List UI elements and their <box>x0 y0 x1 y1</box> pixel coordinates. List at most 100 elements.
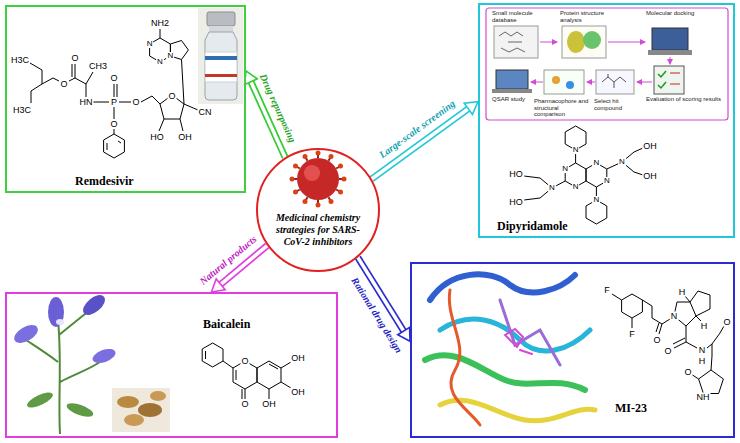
atom-label: OH <box>290 354 306 363</box>
flow-arrow <box>670 57 671 64</box>
atom-label: HO <box>508 170 524 179</box>
atom-label: O <box>652 336 661 345</box>
flower <box>91 346 118 365</box>
atom-label: O <box>240 400 249 409</box>
atom-label: H3C <box>10 56 30 65</box>
atom-label: O <box>240 357 249 366</box>
hit-image <box>596 70 634 94</box>
ribbon-strand <box>440 400 595 421</box>
atom-label: N <box>603 177 611 185</box>
atom-label: N <box>572 146 580 154</box>
cross-lines <box>670 73 680 84</box>
center-label: Medicinal chemistry strategies for SARS-… <box>266 212 370 248</box>
atom-label: CH3 <box>88 62 108 71</box>
root-slice <box>117 396 139 408</box>
check-marks <box>658 71 666 88</box>
laptop-screen <box>496 70 528 89</box>
flow-arrow <box>608 42 645 43</box>
clipboard <box>654 66 684 94</box>
workflow-label: Protein structure analysis <box>560 10 622 23</box>
atom-label: N <box>146 40 154 48</box>
molecule-sketch <box>499 32 525 52</box>
strategy-arrow-group <box>372 102 478 179</box>
molecule-sketch <box>602 74 626 88</box>
virus-spikes <box>292 153 344 205</box>
bond-lines <box>30 29 198 150</box>
atom-label: H3C <box>12 106 32 115</box>
arrow-head <box>245 71 258 85</box>
laptop-screen <box>652 28 688 50</box>
virus-shade <box>304 165 320 181</box>
atom-label: NH2 <box>150 19 170 28</box>
flow-arrow <box>540 42 557 43</box>
atom-label: N <box>156 58 164 66</box>
circle-outline <box>256 148 380 272</box>
atom-label: OH <box>261 400 277 409</box>
atom-label: O <box>70 54 79 63</box>
ribbon-loop <box>449 290 480 425</box>
vial-body <box>205 32 237 100</box>
lactam-ring <box>699 370 724 394</box>
root-slice <box>138 403 162 417</box>
dipyridamole-structure <box>524 126 643 224</box>
remdesivir-structure <box>30 29 198 158</box>
workflow-label: QSAR study <box>492 96 532 103</box>
compound-name: Baicalein <box>203 318 250 331</box>
atom-label: O <box>59 80 68 89</box>
arrow-head <box>398 327 410 341</box>
vial-stripe <box>205 56 237 60</box>
compound-name: Remdesivir <box>75 175 134 188</box>
protein-image <box>562 26 606 58</box>
benzo-ring <box>257 361 281 389</box>
arrow-head <box>211 279 225 292</box>
laptop-base <box>648 50 692 55</box>
compound-panel: Remdesivir <box>5 5 246 193</box>
photo-ground <box>198 8 243 104</box>
protein-blob <box>583 31 601 49</box>
circle-outline <box>257 149 379 271</box>
vial-cap <box>207 12 235 26</box>
compound-name: MI-23 <box>615 402 647 415</box>
vial-stripe <box>205 74 237 77</box>
workflow-label: Pharmacophore and structural comparison <box>534 98 590 118</box>
atom-label: N <box>593 196 601 204</box>
photo-ground <box>112 388 170 432</box>
root-slice <box>150 391 166 401</box>
leaf <box>25 390 55 411</box>
mi23-structure <box>612 291 724 394</box>
flow-arrow <box>587 82 595 83</box>
skullcap-plant <box>11 291 117 434</box>
workflow-label: Evaluation of scoring results <box>646 96 722 103</box>
workflow-panel <box>486 8 728 120</box>
atom-label: OH <box>642 142 658 151</box>
atom-label: P <box>110 98 118 107</box>
atom-label: O <box>109 74 118 83</box>
strategy-circle: Medicinal chemistry strategies for SARS-… <box>256 148 380 272</box>
ribbon-strand <box>430 274 575 300</box>
atom-label: N <box>572 183 580 191</box>
arrow-head <box>464 102 478 115</box>
leaf <box>65 401 95 420</box>
atom-label: O <box>109 120 118 129</box>
workflow-label: Select hit compound <box>594 98 640 111</box>
atom-label: HO <box>149 133 165 142</box>
screening-workflow <box>486 8 728 120</box>
atom-label: HO <box>508 198 524 207</box>
atom-label: N <box>698 346 707 355</box>
atom-label: N <box>561 165 569 173</box>
atom-label: H <box>678 288 687 297</box>
vial-neck <box>209 26 233 32</box>
pharmacophore-image <box>544 70 584 94</box>
protein-blob <box>567 31 585 53</box>
atom-label: O <box>663 347 672 356</box>
atom-label: H <box>700 322 709 331</box>
atom-label: OH <box>290 388 306 397</box>
protein-ribbon <box>425 274 595 425</box>
flower <box>48 297 64 327</box>
atom-label: O <box>131 98 140 107</box>
atom-label: HN <box>79 98 94 107</box>
flow-arrow <box>531 82 543 83</box>
